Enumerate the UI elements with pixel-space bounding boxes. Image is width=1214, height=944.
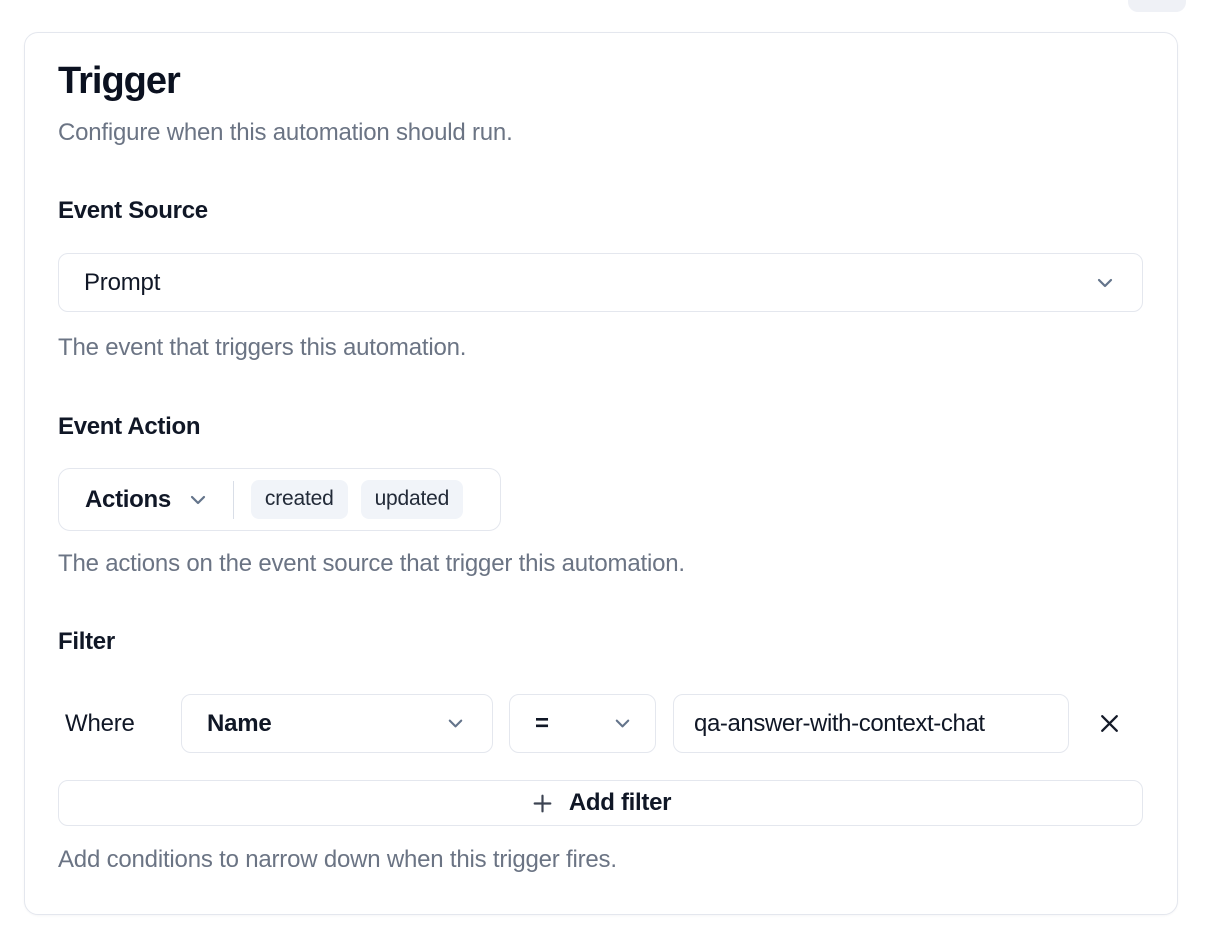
event-action-label: Event Action <box>58 413 201 440</box>
filter-help: Add conditions to narrow down when this … <box>58 846 617 873</box>
event-source-select[interactable]: Prompt <box>58 253 1143 312</box>
filter-field-value: Name <box>207 709 272 737</box>
event-source-help: The event that triggers this automation. <box>58 334 467 361</box>
add-filter-button[interactable]: Add filter <box>58 780 1143 826</box>
action-chip-created[interactable]: created <box>250 480 348 519</box>
x-icon <box>1100 715 1118 732</box>
event-action-control: Actions created updated <box>58 468 501 531</box>
event-source-label: Event Source <box>58 197 208 224</box>
event-action-dropdown[interactable]: Actions <box>85 486 209 514</box>
divider <box>232 480 234 519</box>
filter-field-select[interactable]: Name <box>181 694 493 753</box>
add-filter-button-label: Add filter <box>568 789 672 816</box>
cutoff-element-top-right <box>1128 0 1186 12</box>
event-source-selected-value: Prompt <box>84 268 161 296</box>
chevron-down-icon <box>1097 278 1113 287</box>
chevron-down-icon <box>190 495 206 504</box>
event-action-dropdown-label: Actions <box>85 485 171 513</box>
remove-filter-button[interactable] <box>1083 694 1135 753</box>
filter-where-label: Where <box>65 709 135 737</box>
filter-condition-row: Where Name = <box>25 694 1179 753</box>
event-action-help: The actions on the event source that tri… <box>58 550 685 577</box>
trigger-panel: Trigger Configure when this automation s… <box>24 32 1178 915</box>
filter-operator-value: = <box>535 709 549 737</box>
chevron-down-icon <box>448 719 463 728</box>
chevron-down-icon <box>615 719 630 728</box>
action-chip-updated[interactable]: updated <box>360 480 464 519</box>
filter-operator-select[interactable]: = <box>509 694 656 753</box>
page-title: Trigger <box>58 60 181 102</box>
page-subtitle: Configure when this automation should ru… <box>58 119 513 146</box>
filter-label: Filter <box>58 628 115 655</box>
plus-icon <box>533 794 552 812</box>
filter-value-input[interactable] <box>673 694 1069 753</box>
